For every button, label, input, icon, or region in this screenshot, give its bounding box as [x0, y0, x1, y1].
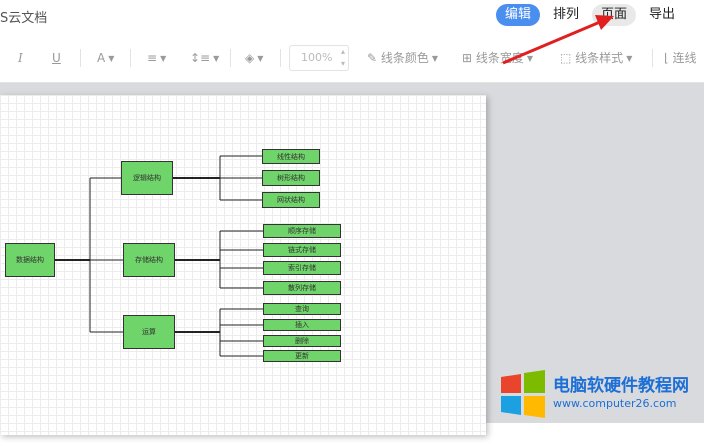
canvas-workspace[interactable]: 数据结构 逻辑结构 线性结构 树形结构 网状结构 存储结构 顺序存储 链式存储 …	[0, 83, 704, 435]
app-title: S云文档	[0, 11, 48, 26]
menu-export[interactable]: 导出	[649, 7, 676, 22]
diagram-node-group[interactable]: 逻辑结构	[121, 161, 173, 195]
line-width-label: 线条宽度	[475, 51, 524, 65]
diagram-node-root[interactable]: 数据结构	[5, 243, 55, 277]
diagram-node-leaf[interactable]: 网状结构	[262, 192, 320, 208]
separator	[80, 49, 81, 67]
connector-icon: ⌊	[664, 51, 669, 65]
font-color-button[interactable]: A▼	[97, 49, 114, 67]
diagram-node-leaf[interactable]: 查询	[263, 303, 341, 315]
zoom-input[interactable]: 100% ▴▾	[289, 45, 349, 71]
line-width-button[interactable]: ⊞ 线条宽度▼	[462, 49, 533, 67]
dashed-box-icon: ⬚	[560, 51, 572, 65]
chevron-down-icon: ▼	[108, 53, 115, 63]
watermark-url: www.computer26.com	[553, 397, 677, 410]
diagram-node-leaf[interactable]: 链式存储	[263, 243, 341, 257]
diagram-node-leaf[interactable]: 索引存储	[263, 261, 341, 275]
menu-arrange[interactable]: 排列	[553, 7, 580, 22]
line-spacing-button[interactable]: ↕≡▼	[190, 49, 219, 67]
diagram-node-leaf[interactable]: 删除	[263, 335, 341, 347]
chevron-down-icon: ▼	[160, 53, 167, 63]
separator	[280, 49, 281, 67]
chevron-down-icon: ▼	[431, 53, 439, 63]
diagram-node-leaf[interactable]: 树形结构	[262, 170, 320, 186]
pen-icon: ✎	[367, 51, 378, 65]
zoom-value: 100%	[301, 51, 333, 64]
diagram-node-group[interactable]: 运算	[123, 315, 175, 349]
connector-label: 连线	[672, 51, 697, 65]
page-paper[interactable]: 数据结构 逻辑结构 线性结构 树形结构 网状结构 存储结构 顺序存储 链式存储 …	[0, 95, 486, 435]
diagram-node-leaf[interactable]: 顺序存储	[263, 224, 341, 238]
underline-button[interactable]: U	[52, 51, 61, 65]
align-icon: ≡	[147, 51, 158, 65]
line-color-button[interactable]: ✎ 线条颜色▼	[367, 49, 438, 67]
connector-lines	[55, 155, 263, 357]
diagram-node-leaf[interactable]: 更新	[263, 350, 341, 362]
diagram-node-leaf[interactable]: 插入	[263, 319, 341, 331]
windows-logo-icon	[501, 370, 545, 418]
chevron-down-icon: ▼	[213, 53, 220, 63]
chevron-down-icon: ▼	[257, 53, 264, 63]
stepper-icon[interactable]: ▴▾	[340, 47, 345, 68]
line-style-button[interactable]: ⬚ 线条样式▼	[560, 49, 632, 67]
chevron-down-icon: ▼	[526, 53, 534, 63]
watermark-logo: 电脑软硬件教程网 www.computer26.com	[497, 367, 704, 423]
connector-button[interactable]: ⌊ 连线	[664, 49, 697, 67]
diagram-node-leaf[interactable]: 散列存储	[263, 281, 341, 295]
align-button[interactable]: ≡▼	[147, 49, 166, 67]
menu-edit[interactable]: 编辑	[496, 4, 541, 26]
menu-page[interactable]: 页面	[592, 4, 637, 26]
paint-bucket-icon: ◈	[245, 51, 255, 65]
separator	[130, 49, 131, 67]
chevron-down-icon: ▼	[626, 53, 633, 63]
diagram-area: 数据结构 逻辑结构 线性结构 树形结构 网状结构 存储结构 顺序存储 链式存储 …	[0, 113, 458, 443]
grid-icon: ⊞	[462, 51, 473, 65]
line-spacing-icon: ↕≡	[190, 51, 211, 65]
watermark-text: 电脑软硬件教程网	[553, 376, 689, 396]
diagram-node-leaf[interactable]: 线性结构	[262, 149, 320, 164]
separator	[230, 49, 231, 67]
line-style-label: 线条样式	[575, 51, 624, 65]
italic-button[interactable]: I	[18, 51, 23, 65]
fill-color-button[interactable]: ◈▼	[245, 49, 263, 67]
top-bar: S云文档 编辑 排列 页面 导出	[0, 0, 704, 32]
separator	[652, 49, 653, 67]
diagram-node-group[interactable]: 存储结构	[123, 243, 175, 277]
font-color-icon: A	[97, 51, 106, 65]
line-color-label: 线条颜色	[380, 51, 429, 65]
